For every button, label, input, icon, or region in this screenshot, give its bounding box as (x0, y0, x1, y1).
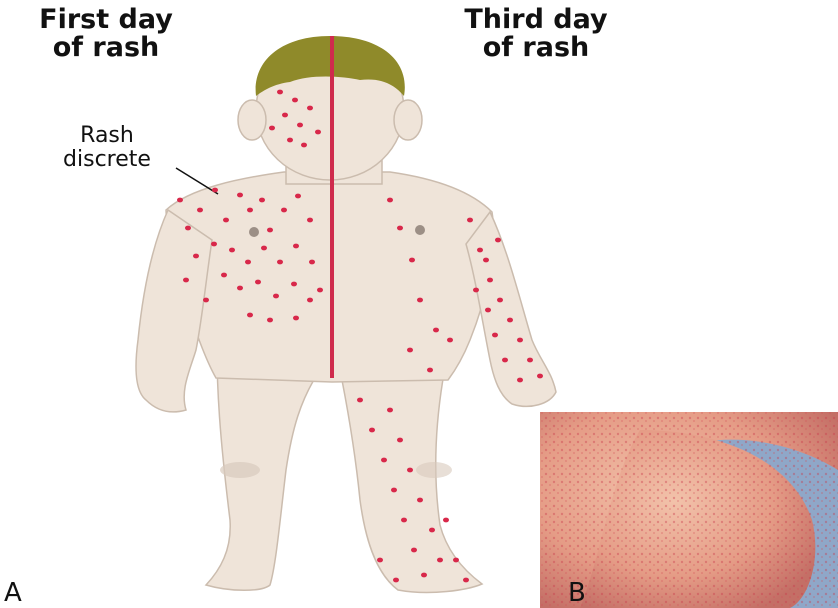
rash-dot (473, 288, 479, 293)
rash-dot (273, 294, 279, 299)
rash-dot (261, 246, 267, 251)
rash-dot (203, 298, 209, 303)
rash-dot (211, 242, 217, 247)
rash-dot (421, 573, 427, 578)
rash-dot (387, 198, 393, 203)
rash-dot (247, 313, 253, 318)
rash-dot (417, 298, 423, 303)
rash-dot (247, 208, 253, 213)
rash-dot (292, 98, 298, 103)
rash-dot (433, 328, 439, 333)
rash-dot (307, 298, 313, 303)
rash-dot (309, 260, 315, 265)
rash-dot (297, 123, 303, 128)
rash-dot (487, 278, 493, 283)
rash-dot (417, 498, 423, 503)
annotation-pointer (176, 168, 218, 194)
rash-dot (467, 218, 473, 223)
rash-dot (477, 248, 483, 253)
rash-dot (281, 208, 287, 213)
rash-dot (369, 428, 375, 433)
rash-dot (317, 288, 323, 293)
rash-dot (407, 348, 413, 353)
rash-dot (183, 278, 189, 283)
rash-dot (357, 398, 363, 403)
rash-dot (293, 244, 299, 249)
rash-dot (393, 578, 399, 583)
rash-dot (377, 558, 383, 563)
rash-dot (277, 260, 283, 265)
rash-dot (277, 90, 283, 95)
rash-dot (237, 286, 243, 291)
rash-dot (483, 258, 489, 263)
rash-dot (527, 358, 533, 363)
rash-dot (507, 318, 513, 323)
rash-dot (453, 558, 459, 563)
rash-dot (301, 143, 307, 148)
rash-dot (193, 254, 199, 259)
rash-dot (197, 208, 203, 213)
child-figure (136, 36, 556, 592)
rash-dot (409, 258, 415, 263)
rash-dot (282, 113, 288, 118)
rash-dot (381, 458, 387, 463)
rash-dot (427, 368, 433, 373)
rash-dot (492, 333, 498, 338)
rash-dot (463, 578, 469, 583)
rash-dot (391, 488, 397, 493)
rash-dot (223, 218, 229, 223)
rash-dot (315, 130, 321, 135)
rash-dot (429, 528, 435, 533)
rash-dot (245, 260, 251, 265)
rash-dot (485, 308, 491, 313)
rash-dot (397, 226, 403, 231)
panel-label-b: B (568, 578, 586, 608)
rash-dot (517, 338, 523, 343)
rash-dot (447, 338, 453, 343)
panel-label-a: A (4, 578, 22, 608)
rash-dot (537, 374, 543, 379)
rash-dot (237, 193, 243, 198)
rash-dot (291, 282, 297, 287)
rash-dot (502, 358, 508, 363)
rash-dot (411, 548, 417, 553)
rash-dot (177, 198, 183, 203)
rash-dot (221, 273, 227, 278)
rash-dot (443, 518, 449, 523)
rash-dot (517, 378, 523, 383)
rash-dot (259, 198, 265, 203)
rash-dot (293, 316, 299, 321)
rash-dot (407, 468, 413, 473)
rash-dot (255, 280, 261, 285)
rash-dot (397, 438, 403, 443)
rash-dot (307, 218, 313, 223)
rash-dot (269, 126, 275, 131)
rash-dot (387, 408, 393, 413)
rash-dot (229, 248, 235, 253)
rash-dot (307, 106, 313, 111)
rash-dot (267, 228, 273, 233)
rash-dot (287, 138, 293, 143)
rash-dot (295, 194, 301, 199)
rash-dot (401, 518, 407, 523)
rash-dot (267, 318, 273, 323)
rash-dot (185, 226, 191, 231)
rash-dot (437, 558, 443, 563)
rash-dot (497, 298, 503, 303)
rash-dot (212, 188, 218, 193)
rash-dot (495, 238, 501, 243)
